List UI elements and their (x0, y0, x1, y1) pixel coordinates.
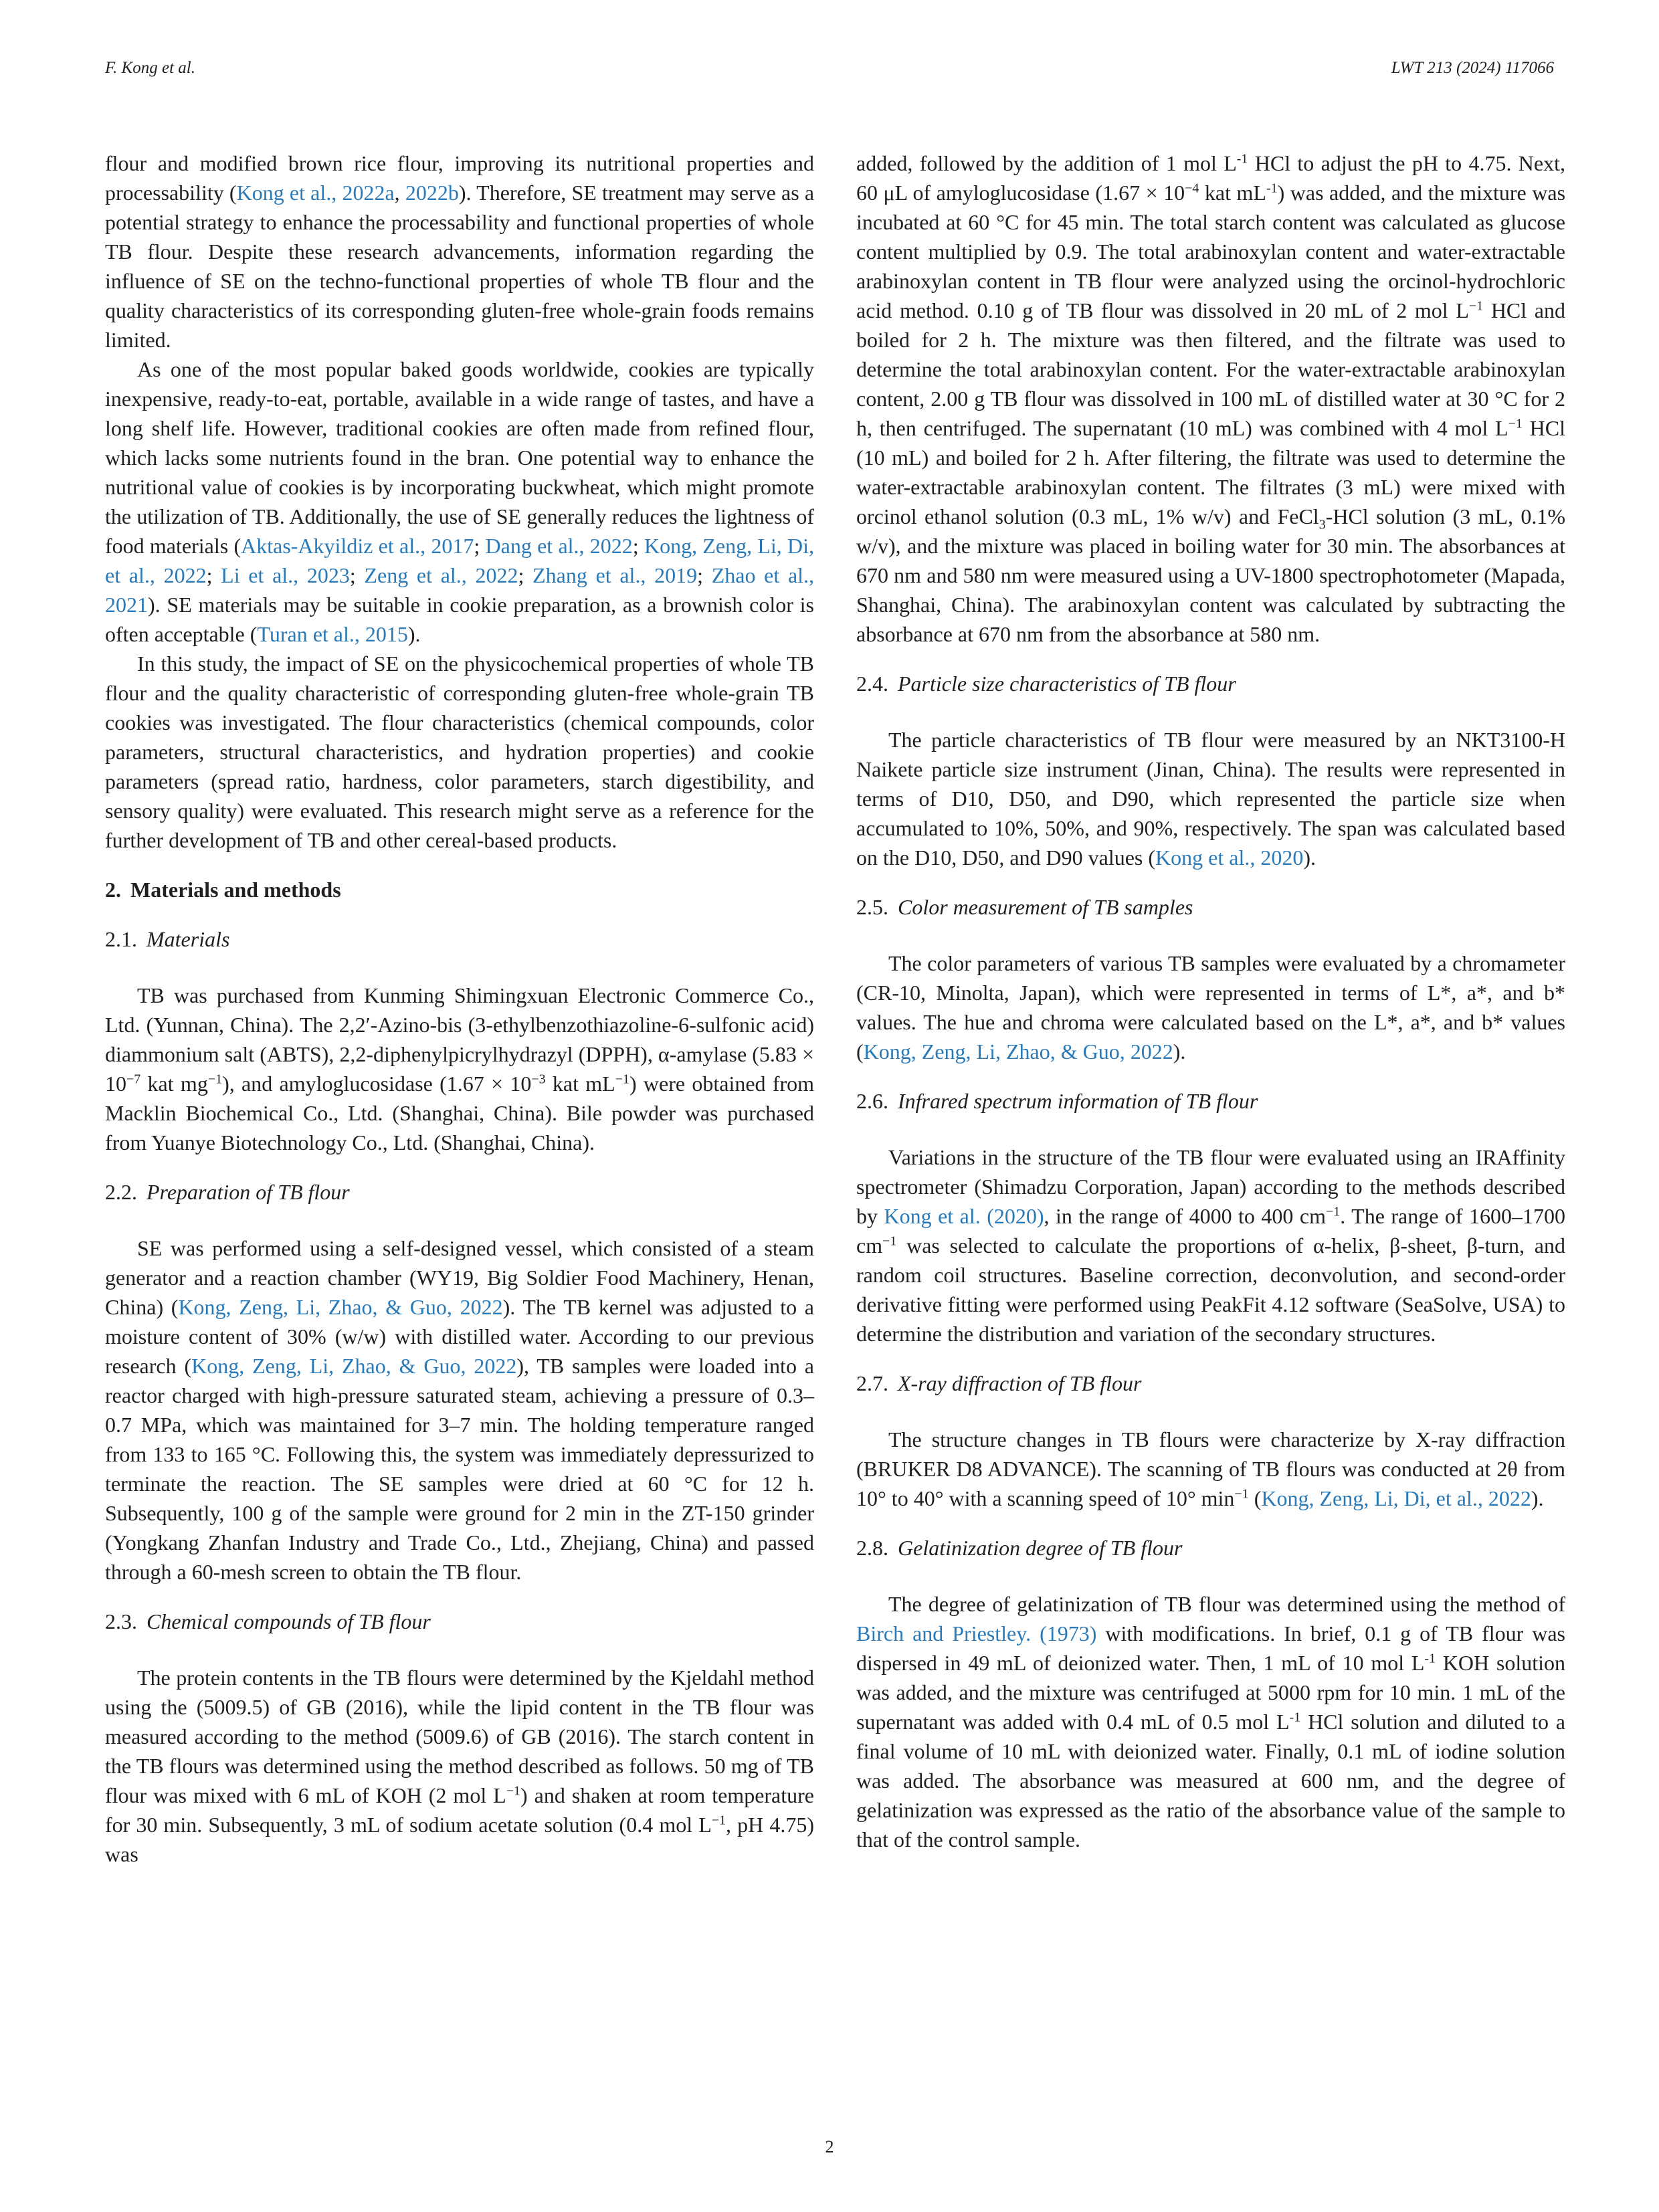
citation-link[interactable]: Aktas-Akyildiz et al., 2017 (241, 534, 474, 558)
subsection-heading: 2.8.Gelatinization degree of TB flour (856, 1536, 1183, 1560)
paragraph: The structure changes in TB flours were … (856, 1427, 1565, 1510)
citation-link[interactable]: Li et al., 2023 (221, 563, 350, 587)
citation-link[interactable]: Kong, Zeng, Li, Zhao, & Guo, 2022 (178, 1295, 503, 1319)
paragraph: flour and modified brown rice flour, imp… (105, 151, 815, 352)
running-header-journal: LWT 213 (2024) 117066 (1391, 59, 1554, 77)
paragraph: added, followed by the addition of 1 mol… (856, 151, 1566, 646)
paragraph: The protein contents in the TB flours we… (105, 1666, 815, 1866)
subsection-heading: 2.7.X-ray diffraction of TB flour (856, 1371, 1142, 1395)
paragraph: The particle characteristics of TB flour… (856, 728, 1565, 870)
citation-link[interactable]: 2022b (405, 181, 459, 205)
paragraph: The color parameters of various TB sampl… (856, 951, 1565, 1064)
citation-link[interactable]: Turan et al., 2015 (257, 622, 408, 646)
citation-link[interactable]: Zhao et al., 2021 (105, 563, 815, 617)
subsection-heading: 2.2.Preparation of TB flour (105, 1180, 350, 1204)
paragraph: Variations in the structure of the TB fl… (856, 1145, 1566, 1346)
subsection-heading: 2.1.Materials (105, 927, 230, 951)
citation-link[interactable]: Kong, Zeng, Li, Di, et al., 2022 (1261, 1486, 1531, 1510)
subsection-heading: 2.3.Chemical compounds of TB flour (105, 1609, 431, 1633)
paragraph: The degree of gelatinization of TB flour… (856, 1592, 1566, 1851)
paragraph: TB was purchased from Kunming Shimingxua… (105, 983, 815, 1154)
citation-link[interactable]: Birch and Priestley. (1973) (856, 1621, 1097, 1645)
right-column: added, followed by the addition of 1 mol… (856, 148, 1565, 1854)
citation-link[interactable]: Kong et al., 2020 (1155, 845, 1304, 870)
citation-link[interactable]: Kong, Zeng, Li, Zhao, & Guo, 2022 (863, 1039, 1173, 1064)
running-header: F. Kong et al. LWT 213 (2024) 117066 (105, 59, 1554, 86)
citation-link[interactable]: Dang et al., 2022 (485, 534, 633, 558)
citation-link[interactable]: Kong et al. (2020) (884, 1204, 1044, 1228)
section-heading: 2.Materials and methods (105, 878, 341, 902)
page-number: 2 (825, 2137, 834, 2156)
paragraph: In this study, the impact of SE on the p… (105, 651, 814, 852)
citation-link[interactable]: Zhang et al., 2019 (532, 563, 698, 587)
left-column: flour and modified brown rice flour, imp… (105, 148, 814, 1869)
paragraph: SE was performed using a self-designed v… (105, 1236, 815, 1584)
running-header-author: F. Kong et al. (105, 59, 195, 77)
citation-link[interactable]: Kong, Zeng, Li, Zhao, & Guo, 2022 (191, 1354, 517, 1378)
subsection-heading: 2.6.Infrared spectrum information of TB … (856, 1089, 1258, 1113)
subsection-heading: 2.4.Particle size characteristics of TB … (856, 672, 1236, 696)
citation-link[interactable]: Zeng et al., 2022 (364, 563, 518, 587)
paragraph: As one of the most popular baked goods w… (105, 357, 815, 646)
citation-link[interactable]: Kong et al., 2022a (236, 181, 395, 205)
subsection-heading: 2.5.Color measurement of TB samples (856, 895, 1193, 919)
citation-link[interactable]: Kong, Zeng, Li, Di, et al., 2022 (105, 534, 815, 587)
